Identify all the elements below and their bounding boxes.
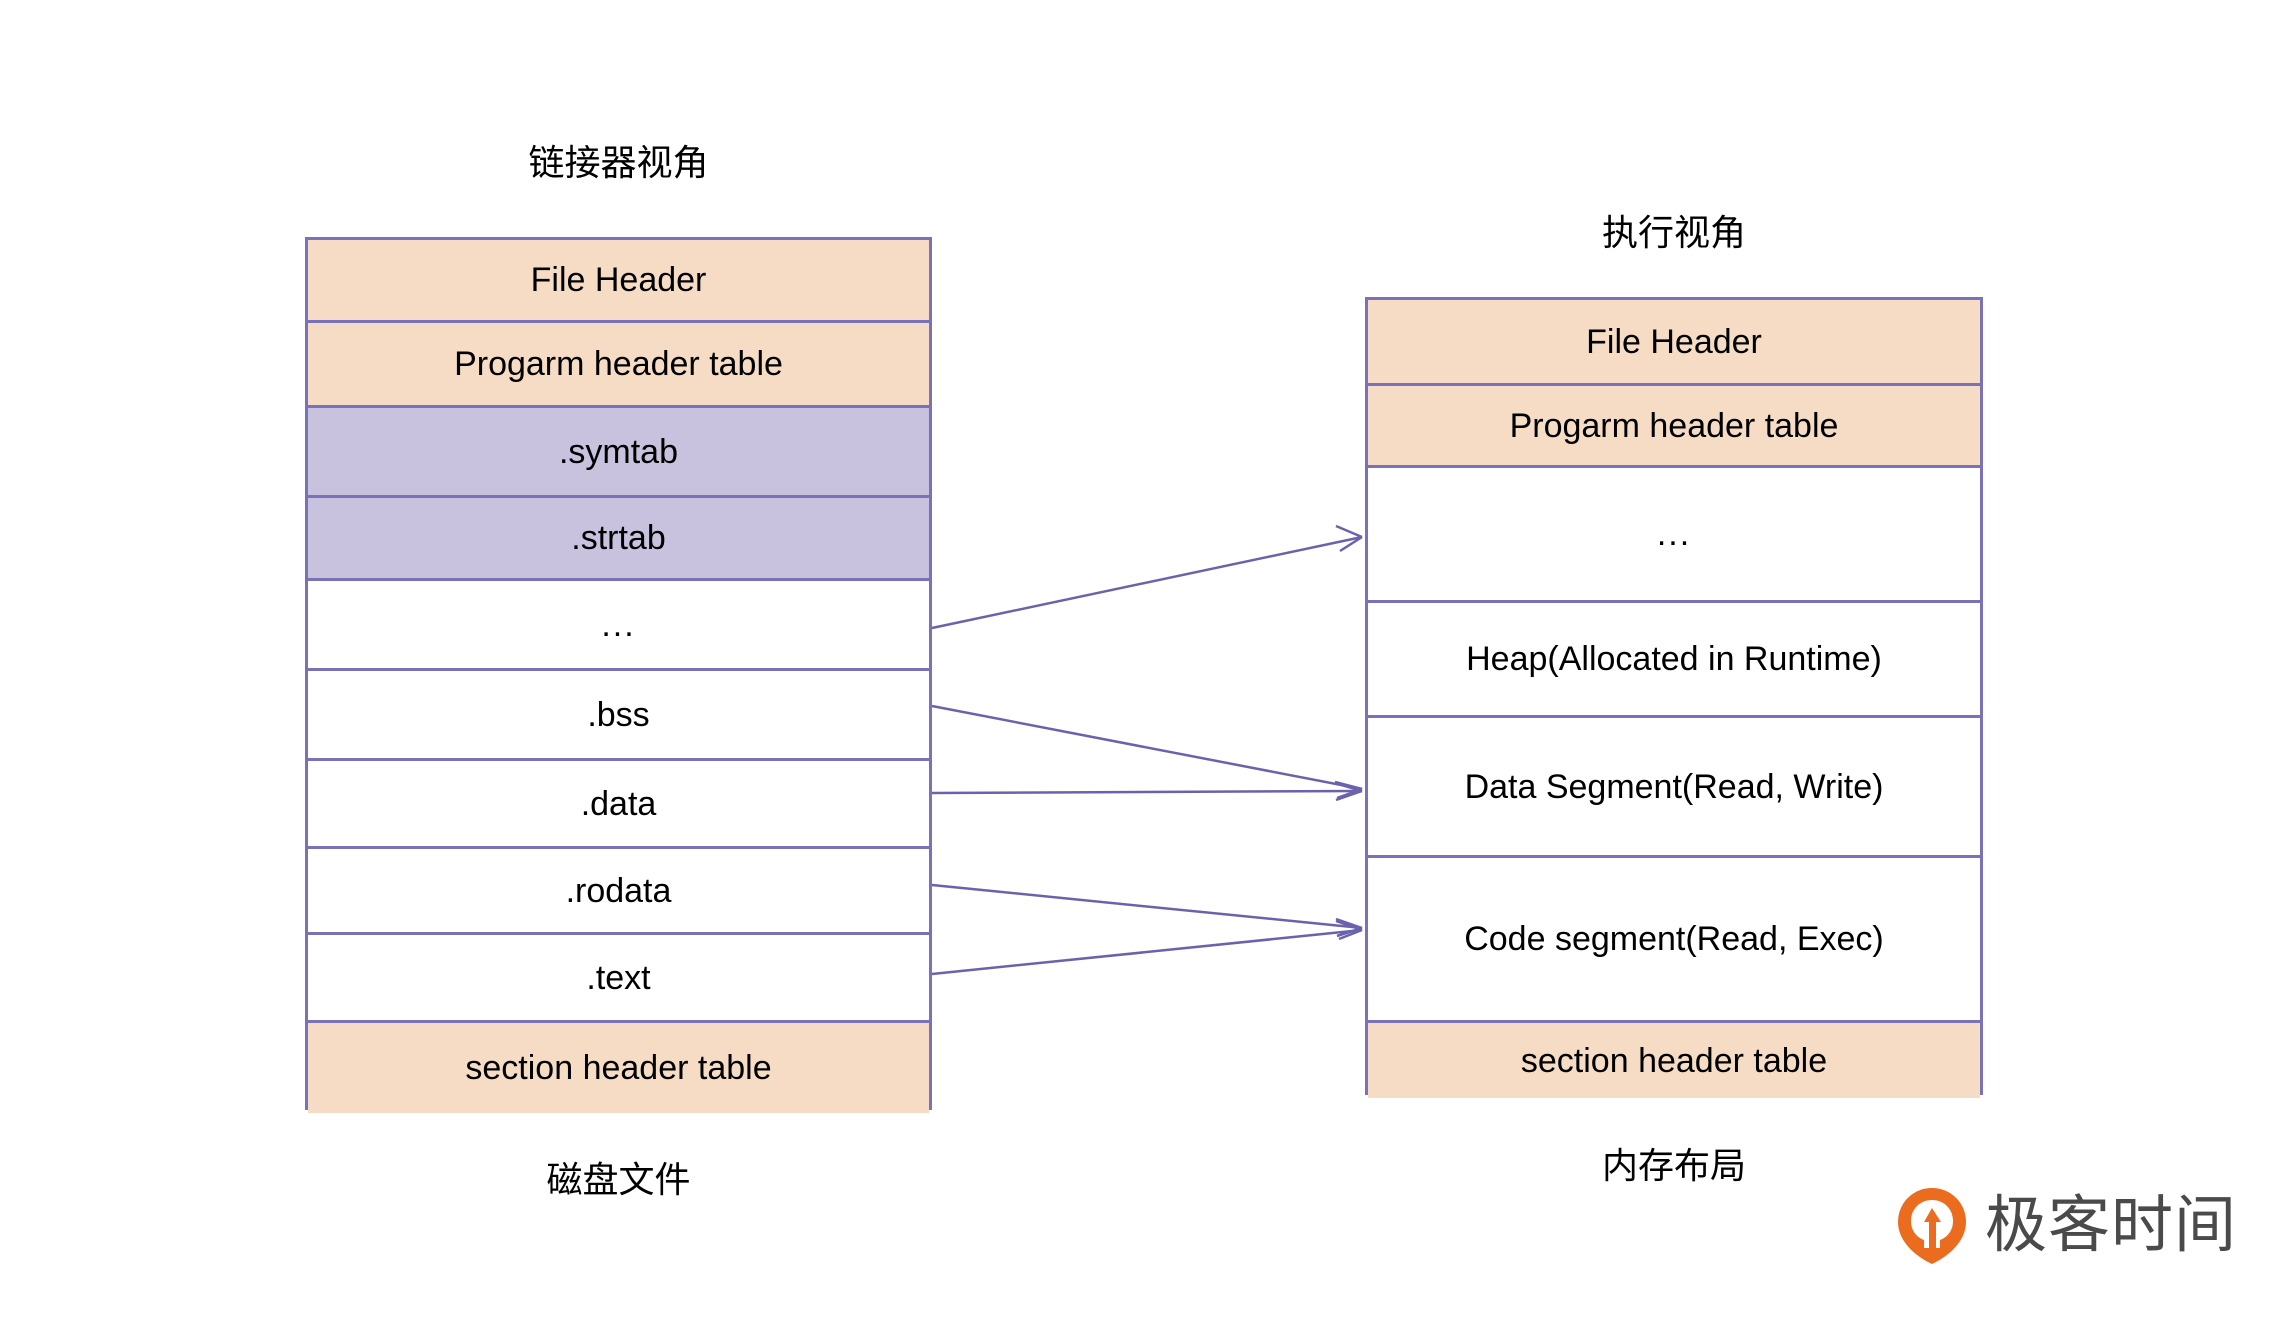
geektime-logo: 极客时间 bbox=[1895, 1180, 2238, 1272]
linker-view-row: .rodata bbox=[308, 849, 929, 935]
linker-view-row: .bss bbox=[308, 671, 929, 761]
linker-view-row-label: section header table bbox=[465, 1049, 772, 1087]
execution-view-row: ... bbox=[1368, 468, 1980, 603]
linker-view-row-label: .symtab bbox=[558, 432, 679, 471]
execution-view-row-label: File Header bbox=[1586, 322, 1762, 361]
execution-view-row-label: ... bbox=[1656, 515, 1692, 553]
linker-view-row-label: .bss bbox=[587, 695, 650, 734]
linker-view-row-label: .rodata bbox=[565, 871, 672, 910]
execution-view-row: Progarm header table bbox=[1368, 386, 1980, 468]
execution-view-row: Code segment(Read, Exec) bbox=[1368, 858, 1980, 1023]
linker-view-row: .symtab bbox=[308, 408, 929, 498]
left-view-footer: 磁盘文件 bbox=[546, 1159, 691, 1200]
linker-view-row-label: ... bbox=[601, 605, 636, 644]
execution-view-row-label: Heap(Allocated in Runtime) bbox=[1466, 640, 1882, 678]
linker-view-row: Progarm header table bbox=[308, 323, 929, 408]
execution-view-row: File Header bbox=[1368, 300, 1980, 386]
linker-view-row-label: .data bbox=[580, 784, 657, 823]
execution-view-row-label: section header table bbox=[1520, 1041, 1828, 1080]
execution-view-row: section header table bbox=[1368, 1023, 1980, 1098]
linker-view-row: .strtab bbox=[308, 498, 929, 581]
right-view-title: 执行视角 bbox=[1601, 212, 1746, 253]
execution-view-row-label: Data Segment(Read, Write) bbox=[1464, 767, 1884, 806]
linker-view-row: ... bbox=[308, 581, 929, 671]
execution-view-row: Data Segment(Read, Write) bbox=[1368, 718, 1980, 858]
right-view-footer: 内存布局 bbox=[1601, 1145, 1746, 1186]
linker-view-row-label: .strtab bbox=[571, 519, 666, 557]
linker-view-row-label: Progarm header table bbox=[454, 345, 783, 383]
linker-view-row: File Header bbox=[308, 240, 929, 323]
left-view-title: 链接器视角 bbox=[528, 142, 709, 183]
geektime-pin-icon bbox=[1898, 1188, 1966, 1264]
execution-view-row-label: Progarm header table bbox=[1509, 406, 1839, 445]
linker-view-row-label: .text bbox=[586, 958, 651, 997]
linker-view-row: .text bbox=[308, 935, 929, 1023]
linker-view-row: section header table bbox=[308, 1023, 929, 1113]
linker-view-row: .data bbox=[308, 761, 929, 849]
logo-wordmark: 极客时间 bbox=[1985, 1191, 2238, 1260]
linker-view-row-label: File Header bbox=[530, 261, 707, 299]
execution-view-row-label: Code segment(Read, Exec) bbox=[1464, 920, 1884, 958]
execution-view-row: Heap(Allocated in Runtime) bbox=[1368, 603, 1980, 718]
